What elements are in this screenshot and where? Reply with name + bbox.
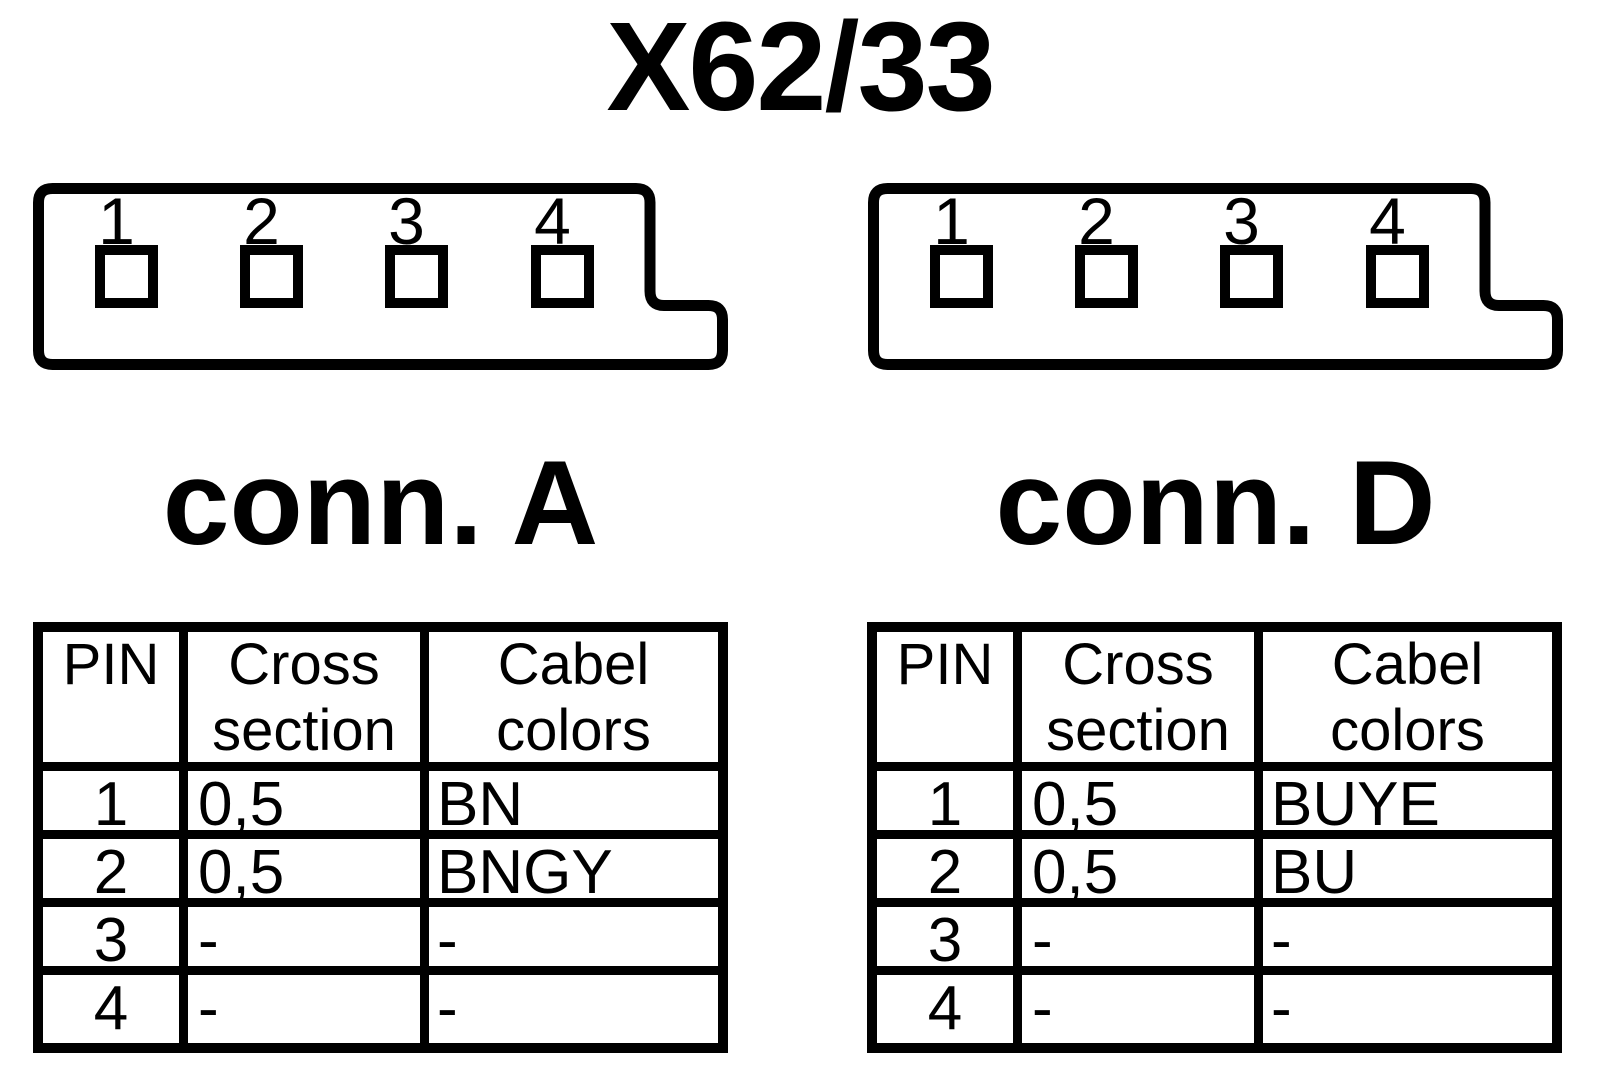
table-cell-color: - xyxy=(1263,907,1552,975)
page-title: X62/33 xyxy=(606,0,995,137)
table-cell-pin: 4 xyxy=(43,975,188,1043)
connector-d-drawing: 1 2 3 4 xyxy=(868,183,1563,370)
table-cell-pin: 1 xyxy=(877,771,1022,839)
table-cell-color: BUYE xyxy=(1263,771,1552,839)
connector-d-label: conn. D xyxy=(995,436,1436,570)
connector-a-drawing: 1 2 3 4 xyxy=(33,183,728,370)
table-cell-cross: 0,5 xyxy=(188,771,429,839)
table-cell-cross: - xyxy=(1022,975,1263,1043)
table-cell-color: - xyxy=(437,975,458,1043)
table-cell-cross: - xyxy=(1022,907,1263,975)
table-header-cross-section: Cross section xyxy=(1022,632,1263,771)
table-header-pin: PIN xyxy=(877,632,1022,771)
table-cell-pin: 4 xyxy=(877,975,1022,1043)
pin-slot-1 xyxy=(930,245,993,308)
table-cell-color: - xyxy=(429,907,718,975)
table-cell-color: BU xyxy=(1263,839,1552,907)
pin-slot-3 xyxy=(385,245,448,308)
pin-number: 4 xyxy=(534,184,571,258)
pin-slot-4 xyxy=(1366,245,1429,308)
table-header-cabel-colors: Cabel colors xyxy=(429,632,718,771)
table-cell-cross: - xyxy=(188,975,429,1043)
table-header-cross-section: Cross section xyxy=(188,632,429,771)
connector-outline xyxy=(33,183,728,370)
table-cell-cross: 0,5 xyxy=(188,839,429,907)
pin-number: 1 xyxy=(933,184,970,258)
connector-a-label: conn. A xyxy=(162,436,599,570)
pin-number: 3 xyxy=(1223,184,1260,258)
connector-a-pin-table: PIN Cross section Cabel colors 1 0,5 BN … xyxy=(33,622,728,1053)
pin-number: 4 xyxy=(1369,184,1406,258)
table-header-pin: PIN xyxy=(43,632,188,771)
pin-number: 3 xyxy=(388,184,425,258)
table-cell-pin: 2 xyxy=(43,839,188,907)
pin-number: 1 xyxy=(98,184,135,258)
table-cell-pin: 2 xyxy=(877,839,1022,907)
pin-slot-4 xyxy=(531,245,594,308)
pin-number: 2 xyxy=(243,184,280,258)
table-header-cabel-colors: Cabel colors xyxy=(1263,632,1552,771)
table-cell-color: BNGY xyxy=(429,839,718,907)
pin-slot-2 xyxy=(240,245,303,308)
table-cell-color: - xyxy=(1271,975,1292,1043)
connector-d-pin-table: PIN Cross section Cabel colors 1 0,5 BUY… xyxy=(867,622,1562,1053)
connector-outline xyxy=(868,183,1563,370)
pin-slot-1 xyxy=(95,245,158,308)
pin-slot-3 xyxy=(1220,245,1283,308)
table-cell-pin: 3 xyxy=(877,907,1022,975)
table-cell-cross: 0,5 xyxy=(1022,839,1263,907)
table-cell-cross: - xyxy=(188,907,429,975)
pin-number: 2 xyxy=(1078,184,1115,258)
table-cell-pin: 3 xyxy=(43,907,188,975)
table-cell-color: BN xyxy=(429,771,718,839)
table-cell-cross: 0,5 xyxy=(1022,771,1263,839)
table-cell-pin: 1 xyxy=(43,771,188,839)
pin-slot-2 xyxy=(1075,245,1138,308)
